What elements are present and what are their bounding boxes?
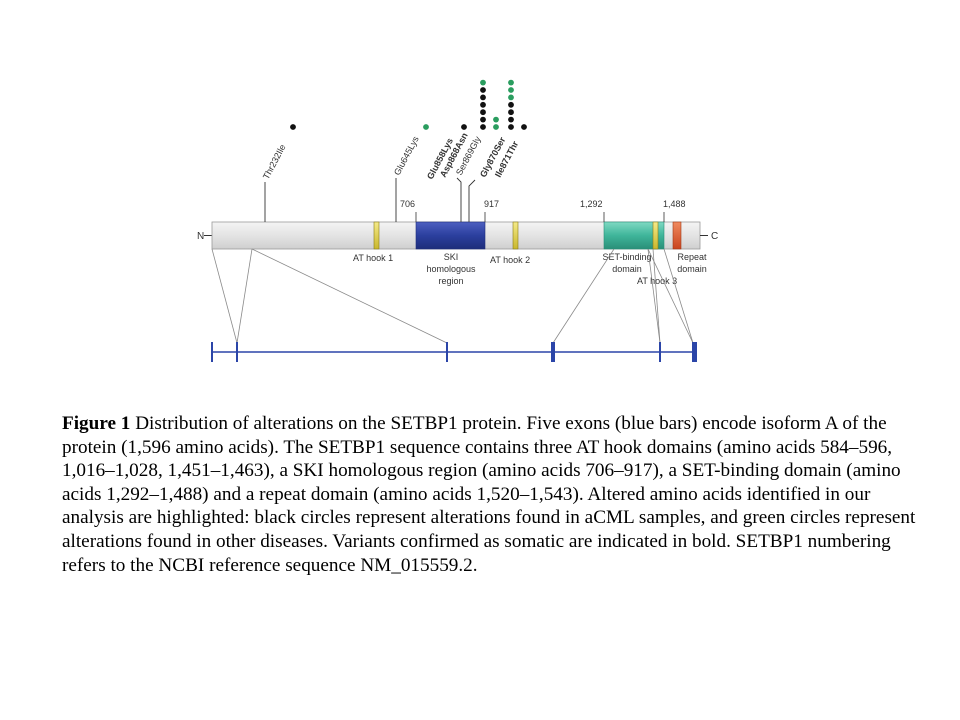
mutation-stems [264,177,476,222]
at-hook-2 [512,221,519,250]
green-circle [480,79,486,86]
black-circle [290,124,296,130]
exon-3 [446,342,448,362]
ski-label-line-1: SKI [444,252,459,262]
position-label-917: 917 [484,199,499,209]
black-circle [480,109,486,116]
black-circle [480,94,486,101]
black-circle [480,87,486,93]
black-circle [508,109,514,116]
black-circle [508,116,514,123]
black-circle [480,124,486,130]
ski-label-line-3: region [438,276,463,286]
green-circle [423,124,429,130]
repeat-label-line-2: domain [677,264,707,274]
green-circle [493,124,499,130]
position-label-1488: 1,488 [663,199,686,209]
exon-4 [551,342,555,362]
ski-label-line-2: homologous [426,264,476,274]
green-circle [508,79,514,86]
repeat-domain [672,221,682,250]
caption-text: Distribution of alterations on the SETBP… [62,413,916,576]
mutation-circles [290,79,527,130]
black-circle [480,101,486,108]
setbp1-protein-diagram: N C 706 917 1,292 1,488 AT hook 1 SKI ho… [197,79,718,362]
set-binding-label-line-2: domain [612,264,642,274]
exon-5 [659,342,661,362]
position-label-1292: 1,292 [580,199,603,209]
mutation-label: Thr232Ile [261,143,288,181]
black-circle [508,124,514,130]
n-terminus-label: N [197,231,204,242]
mutation-label: Glu645Lys [392,134,421,177]
exon-mapping-lines [211,248,694,344]
green-circle [493,116,499,123]
at-hook-2-label: AT hook 2 [490,255,530,265]
exon-2 [236,342,238,362]
position-label-706: 706 [400,199,415,209]
at-hook-1 [373,221,380,250]
black-circle [521,124,527,130]
repeat-label-line-1: Repeat [677,252,707,262]
set-binding-label-line-1: SET-binding [602,252,651,262]
caption-label: Figure 1 [62,413,131,434]
green-circle [508,94,514,101]
exon-1 [211,342,213,362]
at-hook-3 [652,221,659,250]
black-circle [508,101,514,108]
exon-6 [692,342,697,362]
c-terminus-label: C [711,231,718,242]
black-circle [461,124,467,130]
at-hook-1-label: AT hook 1 [353,253,393,263]
at-hook-3-label: AT hook 3 [637,276,677,286]
figure-caption: Figure 1 Distribution of alterations on … [62,412,932,577]
green-circle [508,87,514,93]
ski-homologous-region [415,221,486,250]
black-circle [480,116,486,123]
